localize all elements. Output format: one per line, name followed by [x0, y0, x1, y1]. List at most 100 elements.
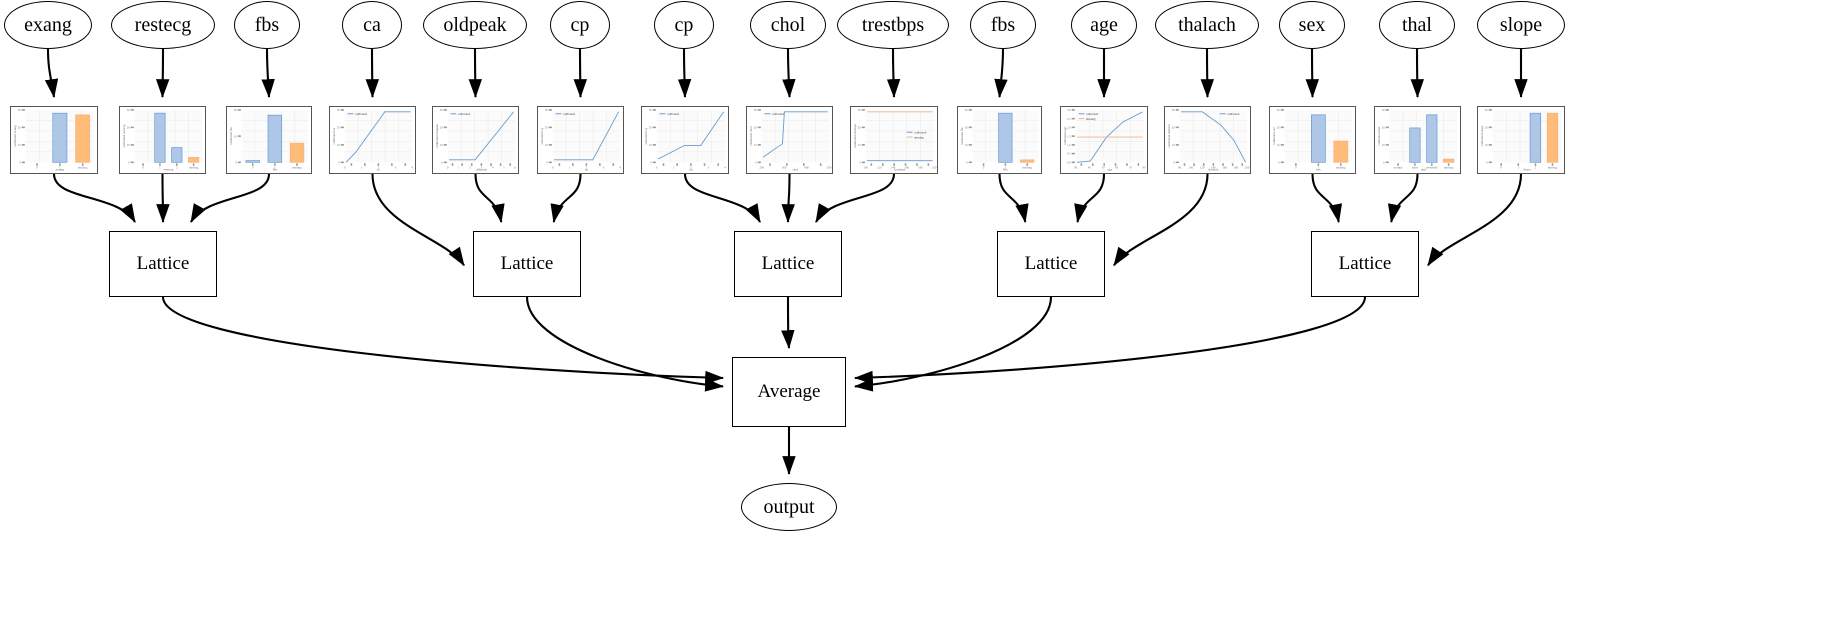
feature-node-restecg-1[interactable]: restecg [111, 1, 215, 49]
svg-text:0: 0 [1500, 165, 1502, 169]
edge-lattice-to-average-2 [781, 296, 795, 350]
svg-text:1: 1 [1518, 165, 1520, 169]
svg-text:0: 0 [128, 160, 130, 164]
feature-node-exang-0[interactable]: exang [4, 1, 92, 49]
svg-text:calibrated fbs: calibrated fbs [960, 127, 964, 146]
svg-text:oldpeak: oldpeak [476, 168, 487, 172]
edge-plot-to-lattice-5 [550, 173, 582, 224]
svg-text:10: 10 [1277, 143, 1281, 147]
feature-node-fbs-9[interactable]: fbs [970, 1, 1036, 49]
svg-text:1: 1 [569, 165, 571, 169]
feature-node-fbs-2[interactable]: fbs [234, 1, 300, 49]
svg-text:0: 0 [447, 165, 449, 169]
feature-node-sex-12[interactable]: sex [1279, 1, 1345, 49]
svg-text:2: 2 [176, 165, 178, 169]
svg-text:calibrated: calibrated [458, 112, 471, 116]
svg-text:calibrated slope: calibrated slope [1480, 125, 1484, 146]
svg-text:calibrated chol: calibrated chol [749, 126, 753, 146]
svg-text:3: 3 [602, 165, 604, 169]
svg-text:10: 10 [1485, 143, 1489, 147]
edge-feature-to-plot-7 [782, 48, 796, 99]
lattice-node-4[interactable]: Lattice [1311, 231, 1419, 297]
feature-node-label: fbs [254, 13, 280, 36]
svg-text:6: 6 [514, 165, 516, 169]
feature-node-ca-3[interactable]: ca [342, 1, 402, 49]
svg-text:0: 0 [142, 165, 144, 169]
svg-text:20: 20 [754, 126, 758, 130]
svg-text:0: 0 [344, 165, 346, 169]
lattice-node-1[interactable]: Lattice [473, 231, 581, 297]
feature-node-label: oldpeak [443, 13, 507, 36]
svg-text:calibrated exang: calibrated exang [13, 125, 17, 147]
feature-node-age-10[interactable]: age [1071, 1, 1137, 49]
edge-lattice-to-average-4 [853, 296, 1367, 385]
svg-text:2: 2 [1535, 165, 1537, 169]
svg-text:3.0: 3.0 [1067, 108, 1071, 112]
lattice-node-0[interactable]: Lattice [109, 231, 217, 297]
feature-node-oldpeak-4[interactable]: oldpeak [423, 1, 527, 49]
feature-node-trestbps-8[interactable]: trestbps [837, 1, 949, 49]
svg-text:1: 1 [59, 165, 61, 169]
svg-text:calibrated cp: calibrated cp [540, 127, 544, 144]
feature-node-cp-6[interactable]: cp [654, 1, 714, 49]
svg-text:0: 0 [552, 165, 554, 169]
svg-text:120: 120 [877, 165, 882, 169]
feature-node-cp-5[interactable]: cp [550, 1, 610, 49]
lattice-node-label: Lattice [761, 253, 815, 274]
svg-text:30: 30 [18, 108, 22, 112]
svg-text:calibrated: calibrated [772, 112, 785, 116]
edge-plot-to-lattice-14 [1427, 173, 1523, 267]
feature-node-thalach-11[interactable]: thalach [1155, 1, 1259, 49]
feature-node-chol-7[interactable]: chol [750, 1, 826, 49]
svg-text:10: 10 [545, 143, 549, 147]
edge-feature-to-plot-0 [44, 48, 59, 99]
edge-plot-to-lattice-0 [52, 173, 136, 223]
svg-text:0: 0 [966, 160, 968, 164]
feature-node-thal-13[interactable]: thal [1379, 1, 1455, 49]
svg-text:30: 30 [545, 108, 549, 112]
svg-text:1: 1 [159, 165, 161, 169]
svg-text:30: 30 [1382, 108, 1386, 112]
lattice-node-2[interactable]: Lattice [734, 231, 842, 297]
average-node[interactable]: Average [732, 357, 846, 427]
svg-text:missing: missing [1548, 165, 1558, 169]
edge-plot-to-lattice-6 [683, 173, 761, 223]
svg-text:0: 0 [252, 165, 254, 169]
svg-text:20: 20 [234, 108, 238, 112]
lattice-node-3[interactable]: Lattice [997, 231, 1105, 297]
svg-text:exang: exang [56, 168, 65, 172]
feature-node-slope-14[interactable]: slope [1477, 1, 1565, 49]
svg-text:180: 180 [1234, 165, 1239, 169]
svg-text:3: 3 [707, 165, 709, 169]
edge-plot-to-lattice-1 [156, 173, 170, 224]
svg-text:30: 30 [440, 108, 444, 112]
svg-text:calibrated restecg: calibrated restecg [122, 124, 126, 147]
svg-text:thal: thal [1421, 168, 1426, 172]
svg-text:160: 160 [1222, 165, 1227, 169]
output-node[interactable]: output [741, 483, 837, 531]
svg-text:2.0: 2.0 [1067, 126, 1071, 130]
svg-text:1: 1 [1005, 165, 1007, 169]
edge-plot-to-lattice-7 [781, 173, 795, 224]
